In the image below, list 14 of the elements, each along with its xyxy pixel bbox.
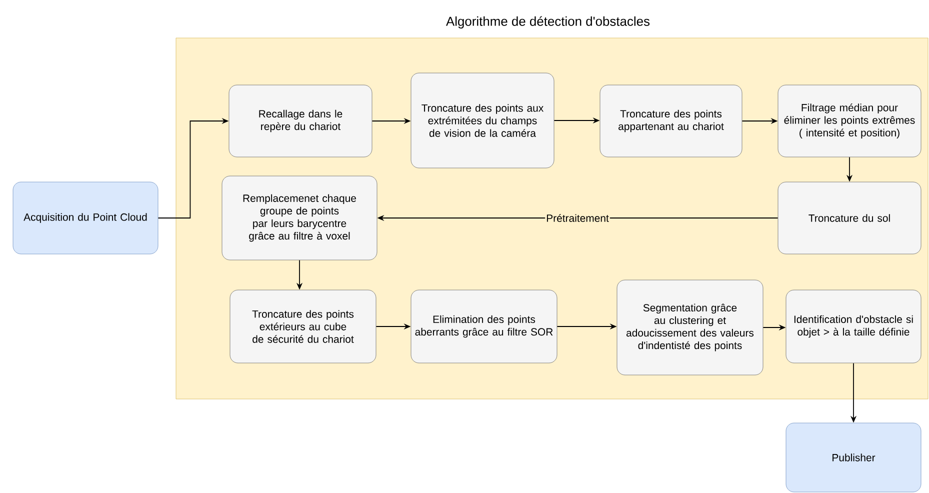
process-box: Troncature du sol <box>778 182 922 254</box>
process-box: Troncature des points aux extrémitées du champs de vision de la caméra <box>410 72 554 168</box>
process-box: Troncature des points appartenant au chariot <box>600 84 742 158</box>
process-box: Publisher <box>786 422 922 492</box>
process-box: Identification d'obstacle si objet > à la taille définie <box>786 290 922 364</box>
node-label: Algorithme de détection d'obstacles <box>446 16 650 28</box>
process-box: Acquisition du Point Cloud <box>12 182 158 254</box>
process-box: Remplacemenet chaque groupe de points par leurs barycentre grâce au filtre à voxel <box>222 176 378 260</box>
edge-label: Prétraitement <box>545 213 610 223</box>
process-box: Segmentation grâce au clustering et adoucissement des valeurs d'indentisté des points <box>616 280 764 376</box>
process-box: Recallage dans le repère du chariot <box>228 84 372 158</box>
process-box: Troncature des points extérieurs au cube de sécurité du chariot <box>230 290 376 364</box>
process-box: Elimination des points aberrants grâce au filtre SOR <box>410 290 558 364</box>
process-box: Filtrage médian pour éliminer les points extrêmes ( intensité et position) <box>778 84 922 158</box>
